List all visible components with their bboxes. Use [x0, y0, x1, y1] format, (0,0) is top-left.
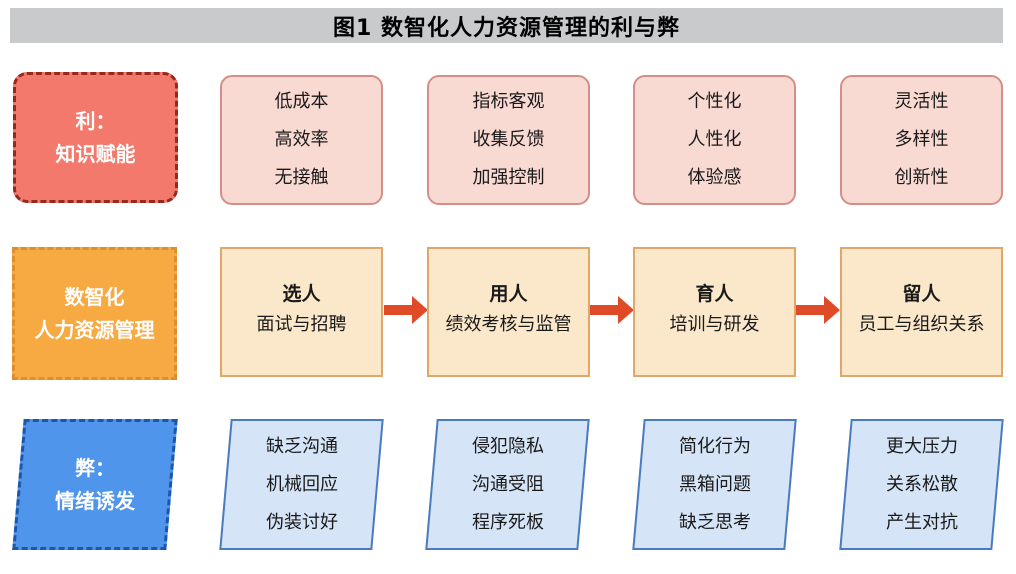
pros-box-4: 灵活性 多样性 创新性	[840, 75, 1003, 205]
process-box-3: 育人 培训与研发	[633, 247, 796, 377]
cons-box-line: 程序死板	[471, 511, 544, 533]
arrow-shaft	[590, 305, 619, 315]
arrow-head	[618, 296, 634, 324]
process-box-subtitle: 培训与研发	[669, 314, 760, 335]
arrow-shaft	[796, 305, 825, 315]
pros-box-2: 指标客观 收集反馈 加强控制	[427, 75, 590, 205]
pros-box-line: 高效率	[274, 129, 329, 150]
pros-box-line: 人性化	[687, 129, 742, 150]
pros-box-line: 灵活性	[894, 91, 949, 112]
process-box-subtitle: 员工与组织关系	[858, 314, 985, 335]
pros-box-1: 低成本 高效率 无接触	[220, 75, 383, 205]
process-box-title: 留人	[902, 283, 941, 305]
cons-box-3: 简化行为 黑箱问题 缺乏思考	[632, 419, 797, 550]
cons-box-line: 机械回应	[265, 473, 338, 495]
pros-label-line: 利：	[75, 108, 116, 133]
arrow-right-icon	[384, 296, 428, 324]
arrow-right-icon	[796, 296, 840, 324]
process-box-1: 选人 面试与招聘	[220, 247, 383, 377]
cons-box-line: 简化行为	[678, 435, 751, 457]
cons-box-line: 黑箱问题	[678, 473, 751, 495]
process-row-label: 数智化 人力资源管理	[12, 247, 177, 380]
process-box-title: 选人	[282, 283, 321, 305]
pros-box-line: 个性化	[687, 91, 742, 112]
cons-box-line: 关系松散	[885, 473, 958, 495]
process-box-title: 育人	[695, 283, 734, 305]
cons-box-text: 缺乏沟通 机械回应 伪装讨好	[266, 428, 338, 542]
process-box-2: 用人 绩效考核与监管	[427, 247, 590, 377]
pros-box-line: 无接触	[274, 167, 329, 188]
process-box-title: 用人	[489, 283, 528, 305]
arrow-right-icon	[590, 296, 634, 324]
cons-box-text: 更大压力 关系松散 产生对抗	[886, 428, 958, 542]
cons-row-label: 弊： 情绪诱发	[12, 419, 178, 550]
process-box-subtitle: 面试与招聘	[256, 314, 347, 335]
pros-label-line: 知识赋能	[55, 141, 136, 166]
cons-box-text: 简化行为 黑箱问题 缺乏思考	[679, 428, 751, 542]
process-label-line: 人力资源管理	[34, 317, 155, 342]
pros-box-line: 收集反馈	[472, 129, 545, 150]
pros-box-line: 多样性	[894, 129, 949, 150]
cons-box-1: 缺乏沟通 机械回应 伪装讨好	[219, 419, 384, 550]
pros-box-3: 个性化 人性化 体验感	[633, 75, 796, 205]
arrow-head	[412, 296, 428, 324]
process-label-line: 数智化	[64, 284, 125, 309]
pros-box-line: 低成本	[274, 91, 329, 112]
title-bar: 图1 数智化人力资源管理的利与弊	[10, 8, 1003, 43]
cons-label-line: 弊：	[75, 455, 115, 480]
process-box-subtitle: 绩效考核与监管	[445, 314, 572, 335]
cons-label-text: 弊： 情绪诱发	[55, 452, 135, 518]
cons-box-line: 更大压力	[885, 435, 958, 457]
cons-box-line: 缺乏沟通	[265, 435, 338, 457]
cons-box-line: 沟通受阻	[471, 473, 544, 495]
cons-box-4: 更大压力 关系松散 产生对抗	[839, 419, 1004, 550]
cons-label-line: 情绪诱发	[55, 488, 135, 513]
pros-box-line: 创新性	[894, 167, 949, 188]
cons-box-line: 产生对抗	[885, 511, 958, 533]
cons-box-line: 伪装讨好	[265, 511, 338, 533]
pros-box-line: 体验感	[687, 167, 742, 188]
cons-box-text: 侵犯隐私 沟通受阻 程序死板	[472, 428, 544, 542]
process-box-4: 留人 员工与组织关系	[840, 247, 1003, 377]
cons-box-line: 缺乏思考	[678, 511, 751, 533]
pros-box-line: 加强控制	[472, 167, 545, 188]
diagram-title: 图1 数智化人力资源管理的利与弊	[333, 15, 680, 41]
cons-box-line: 侵犯隐私	[471, 435, 544, 457]
pros-row-label: 利： 知识赋能	[13, 72, 178, 203]
arrow-shaft	[384, 305, 413, 315]
arrow-head	[824, 296, 840, 324]
cons-box-2: 侵犯隐私 沟通受阻 程序死板	[425, 419, 590, 550]
pros-box-line: 指标客观	[472, 91, 545, 112]
